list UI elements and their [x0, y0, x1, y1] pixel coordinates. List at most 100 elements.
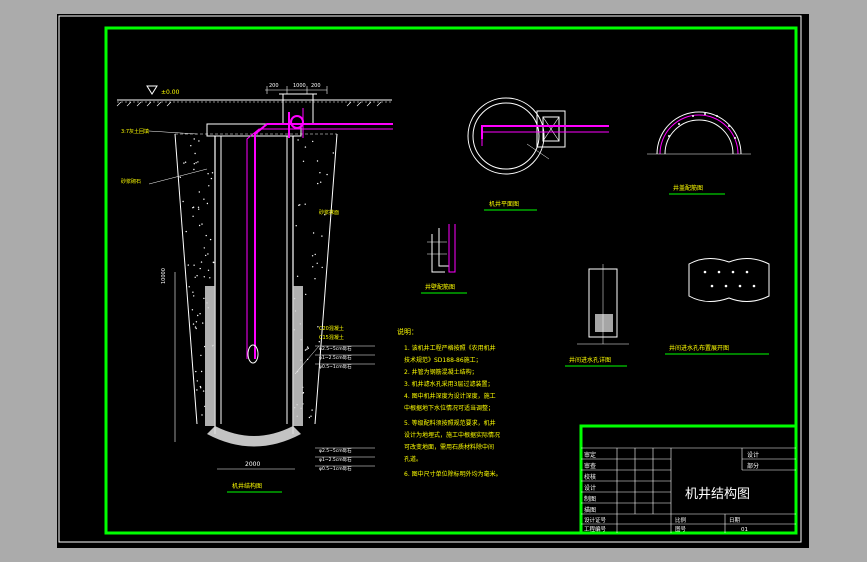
gravel-speck	[182, 200, 184, 203]
tb-row-5: 制图	[584, 495, 596, 503]
inner-frame	[104, 26, 798, 535]
gravel-speck	[302, 160, 305, 162]
right-note-2: C20混凝土	[319, 325, 344, 332]
note-line-4: 3. 机井滤水孔采用3层过滤装置；	[404, 380, 493, 388]
tb-right-top-1: 设计	[747, 451, 759, 459]
layer-label-5: φ1~2.5cm砾石	[319, 456, 352, 463]
note-line-9: 可改变地面，需用石质材料除中间	[404, 443, 494, 451]
gravel-speck	[307, 347, 309, 349]
gravel-speck	[183, 162, 185, 164]
note-line-3: 2. 井管为钢筋混凝土结构；	[404, 368, 478, 376]
cad-drawing: ±0.00	[58, 15, 802, 543]
gravel-speck	[192, 215, 194, 217]
gravel-speck	[200, 261, 203, 263]
gravel-speck	[195, 162, 197, 164]
gravel-layer-labels: φ2.5~5cm砾石 φ1~2.5cm砾石 φ0.5~1cm砾石 φ2.5~5c…	[319, 345, 352, 472]
gravel-speck	[197, 206, 200, 208]
gravel-speck	[192, 323, 195, 325]
wall-detail-view: 井壁配筋图	[421, 224, 467, 294]
right-note-1: 砂浆抹面	[319, 209, 339, 216]
tb-row-3: 校核	[584, 473, 596, 481]
left-note-1: 3:7灰土回填	[121, 128, 149, 135]
dim-top-3: 200	[311, 83, 321, 89]
gravel-speck	[304, 203, 306, 205]
gravel-speck	[208, 185, 210, 187]
drawing-canvas[interactable]: ±0.00	[57, 14, 809, 548]
hole-detail-title: 井间进水孔详图	[569, 356, 611, 364]
gravel-speck	[297, 139, 299, 141]
gravel-speck	[207, 253, 209, 255]
gravel-speck	[320, 181, 322, 183]
gravel-speck	[321, 235, 323, 237]
gravel-speck	[193, 295, 195, 297]
tb-bottom-4: 工程编号	[584, 525, 607, 533]
tb-row-2: 审查	[584, 462, 596, 470]
tb-row-1: 审定	[584, 451, 596, 459]
note-line-1: 1. 该机井工程严格按照《农用机井	[404, 344, 496, 352]
left-note-2: 砂浆砌石	[121, 178, 141, 185]
top-level-label: ±0.00	[161, 89, 180, 96]
gravel-speck	[192, 291, 194, 293]
title-block: 审定 审查 校核 设计 制图 描图 设计 部分 机井结构图 设计证号 比例 日期…	[579, 424, 798, 535]
gravel-speck	[195, 370, 197, 373]
gravel-speck	[196, 380, 198, 382]
gravel-speck	[193, 163, 195, 165]
gravel-speck	[316, 160, 319, 162]
gravel-speck	[199, 313, 201, 315]
dim-top-1: 200	[269, 83, 279, 89]
gravel-speck	[198, 224, 201, 227]
gravel-speck	[197, 314, 199, 317]
gravel-speck	[312, 140, 314, 143]
gravel-speck	[207, 269, 210, 271]
gravel-speck	[295, 225, 297, 227]
gravel-speck	[203, 297, 205, 300]
gravel-speck	[198, 191, 200, 193]
notes-heading: 说明：	[397, 327, 418, 336]
cover-view: 井盖配筋图	[647, 111, 751, 195]
note-line-11: 6. 图中尺寸单位除标明外均为毫米。	[404, 470, 502, 478]
note-line-10: 孔道。	[404, 455, 422, 463]
gravel-speck	[184, 161, 187, 163]
gravel-speck	[311, 255, 314, 257]
hole-layout-view: 井间进水孔布置展开图	[665, 258, 770, 355]
gravel-speck	[206, 202, 209, 205]
wall-view-title: 井壁配筋图	[425, 283, 455, 291]
gravel-speck	[199, 267, 201, 270]
note-line-6: 中根据地下水位情况可适当调整；	[404, 404, 494, 412]
layer-label-4: φ2.5~5cm砾石	[319, 447, 352, 454]
gravel-speck	[193, 138, 195, 140]
layer-label-3: φ0.5~1cm砾石	[319, 363, 352, 370]
drawing-title: 机井结构图	[685, 487, 750, 502]
gravel-speck	[198, 208, 200, 210]
gravel-speck	[317, 326, 319, 328]
note-line-5: 4. 图中机井深度为设计深度，施工	[404, 392, 496, 400]
gravel-speck	[304, 349, 307, 351]
gravel-speck	[312, 232, 315, 234]
cover-view-title: 井盖配筋图	[673, 184, 703, 192]
gravel-speck	[317, 182, 319, 185]
hole-layout-title: 井间进水孔布置展开图	[669, 344, 729, 352]
gravel-speck	[314, 253, 316, 256]
hole-detail-view: 井间进水孔详图	[565, 264, 629, 367]
gravel-speck	[195, 321, 198, 323]
tb-date-value: 01	[741, 527, 748, 533]
tb-bottom-5: 图号	[675, 525, 687, 533]
gravel-speck	[194, 152, 196, 155]
gravel-speck	[191, 309, 194, 311]
right-note-3: C15混凝土	[319, 334, 344, 341]
gravel-speck	[308, 416, 311, 419]
gravel-speck	[205, 234, 207, 237]
note-line-7: 5. 等级配料须按照规范要求，机井	[404, 419, 496, 427]
gravel-speck	[196, 275, 198, 277]
layer-label-2: φ1~2.5cm砾石	[319, 354, 352, 361]
gravel-speck	[312, 266, 314, 268]
gravel-speck	[199, 385, 202, 388]
gravel-speck	[187, 264, 189, 266]
gravel-speck	[201, 414, 203, 416]
gravel-speck	[296, 275, 299, 277]
plan-view-title: 机井平面图	[489, 200, 519, 208]
note-line-8: 设计为地埋式，施工中根据实际情况	[404, 431, 500, 439]
gravel-speck	[185, 230, 187, 233]
gravel-speck	[207, 173, 209, 175]
